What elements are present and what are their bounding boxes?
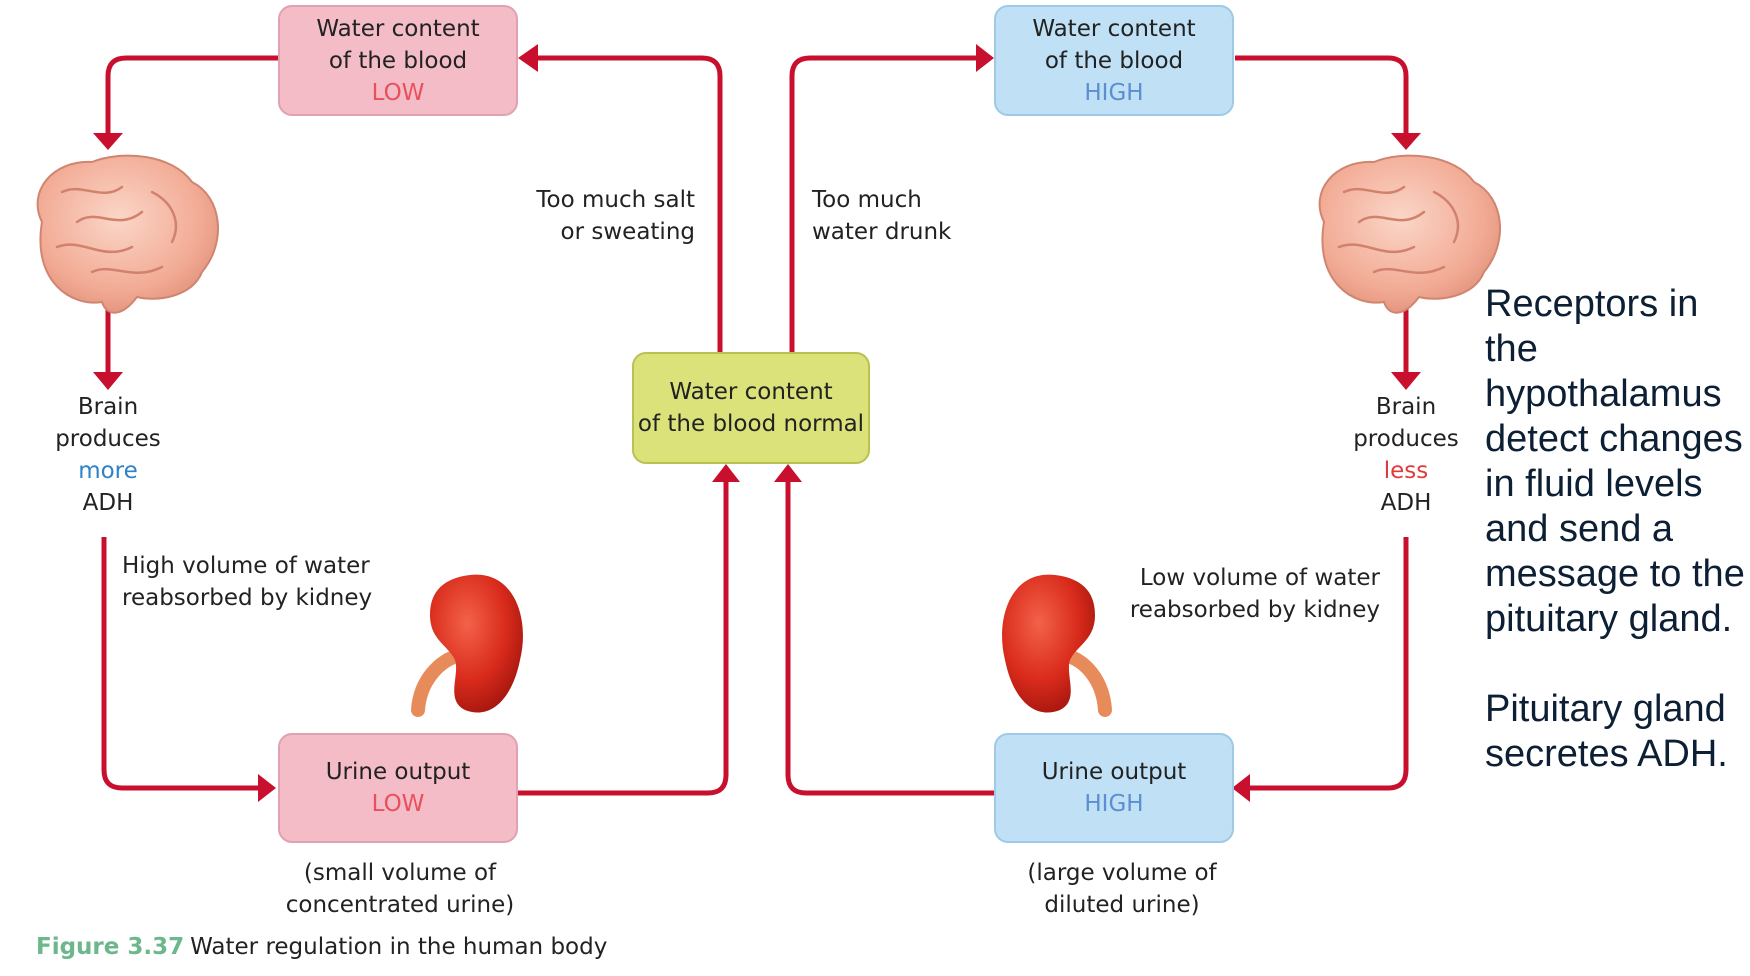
label-line: or sweating: [560, 219, 695, 245]
box-line: Water content: [316, 15, 480, 42]
level-low-label: LOW: [371, 79, 425, 106]
arrowhead-left-pointing-top-left: [518, 44, 538, 72]
arrow-salt-to-low-blood: [528, 55, 723, 352]
label-line: Too much: [812, 187, 922, 213]
arrowhead-right-top-right: [976, 44, 994, 72]
label-high-reabsorb: High volume of water reabsorbed by kidne…: [122, 550, 392, 614]
side-note: Receptors in the hypothalamus detect cha…: [1485, 282, 1747, 777]
label-line: Brain: [1375, 394, 1437, 420]
arrowhead-up-center-right: [774, 464, 802, 482]
label-line: High volume of water: [122, 553, 370, 579]
arrowhead-down-label-right: [1391, 372, 1421, 390]
kidney-icon: [411, 574, 523, 717]
arrowhead-up-center-left: [712, 464, 740, 482]
connector-arrows: [101, 55, 1409, 796]
label-brain-more-adh: Brain produces more ADH: [38, 391, 178, 519]
arrow-heads: [93, 44, 1421, 802]
label-line: produces: [1353, 426, 1459, 452]
label-small-volume: (small volume of concentrated urine): [268, 857, 532, 921]
label-line: produces: [55, 426, 161, 452]
box-water-content-high: Water content of the blood HIGH: [994, 5, 1234, 116]
level-low-label: LOW: [371, 791, 425, 817]
box-water-content-low: Water content of the blood LOW: [278, 5, 518, 116]
arrowhead-left-urine-high: [1232, 774, 1250, 802]
label-large-volume: (large volume of diluted urine): [990, 857, 1254, 921]
arrowhead-right-urine-low: [258, 774, 276, 802]
label-line: Too much salt: [536, 187, 695, 213]
side-note-paragraph: Pituitary gland secretes ADH.: [1485, 688, 1728, 775]
arrow-low-blood-to-brain: [105, 55, 278, 140]
arrow-high-blood-to-brain: [1235, 55, 1409, 140]
arrowhead-down-brain-right: [1391, 133, 1421, 150]
label-low-reabsorb: Low volume of water reabsorbed by kidney: [1110, 562, 1380, 626]
box-line: Water content: [669, 379, 833, 405]
label-line: diluted urine): [1044, 892, 1200, 918]
box-urine-output-high: Urine output HIGH: [994, 733, 1234, 843]
box-line: Urine output: [325, 759, 471, 785]
arrow-urine-low-to-center: [518, 478, 729, 796]
label-line: ADH: [1380, 490, 1432, 516]
label-brain-less-adh: Brain produces less ADH: [1336, 391, 1476, 519]
label-line: concentrated urine): [285, 892, 515, 918]
label-line: Low volume of water: [1139, 565, 1380, 591]
box-line: Urine output: [1041, 759, 1187, 785]
arrow-reabsorb-to-urine-high: [1250, 537, 1409, 791]
arrow-urine-high-to-center: [785, 478, 995, 796]
level-high-label: HIGH: [1084, 79, 1144, 106]
box-water-content-normal: Water content of the blood normal: [632, 352, 870, 464]
label-too-much-water: Too much water drunk: [812, 184, 992, 248]
box-line: Water content: [1032, 15, 1196, 42]
box-urine-output-low: Urine output LOW: [278, 733, 518, 843]
level-high-label: HIGH: [1084, 791, 1144, 817]
label-line: (small volume of: [303, 860, 497, 886]
arrowhead-down-label-left: [93, 372, 123, 390]
label-too-much-salt: Too much salt or sweating: [505, 184, 695, 248]
box-line: of the blood: [1044, 47, 1184, 74]
figure-number: Figure 3.37: [36, 934, 185, 960]
label-more: more: [78, 458, 138, 484]
brain-icon: [1318, 154, 1501, 314]
arrowhead-down-brain-left: [93, 133, 123, 150]
box-line: of the blood: [328, 47, 468, 74]
label-line: Brain: [77, 394, 139, 420]
label-line: water drunk: [812, 219, 952, 245]
label-line: reabsorbed by kidney: [1129, 597, 1380, 623]
box-line: of the blood normal: [637, 411, 865, 437]
kidney-icon: [1002, 574, 1112, 717]
label-line: reabsorbed by kidney: [122, 585, 373, 611]
arrow-water-drunk-to-high-blood: [789, 55, 978, 352]
side-note-paragraph: Receptors in the hypothalamus detect cha…: [1485, 283, 1745, 640]
figure-title: Water regulation in the human body: [190, 934, 608, 960]
label-line: (large volume of: [1027, 860, 1217, 886]
brain-icon: [36, 154, 219, 314]
arrow-reabsorb-to-urine-low: [101, 537, 262, 791]
label-less: less: [1383, 458, 1429, 484]
label-line: ADH: [82, 490, 134, 516]
